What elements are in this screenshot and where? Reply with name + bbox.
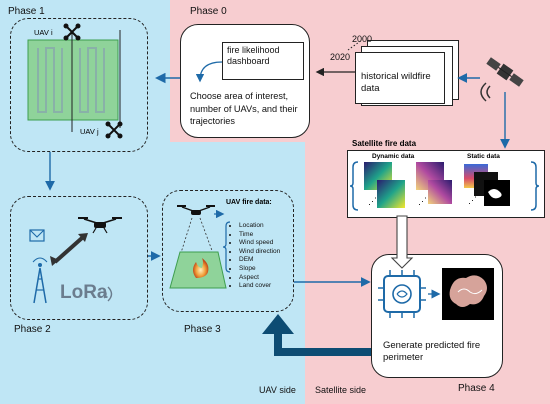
fire-data-item: Location — [239, 222, 301, 231]
drone-icon — [177, 205, 215, 215]
dynamic-data-images: ⋰ ⋰ — [349, 161, 452, 211]
phase2-label: Phase 2 — [14, 324, 51, 335]
fire-data-item: Time — [239, 231, 301, 240]
svg-text:⋰: ⋰ — [468, 195, 477, 205]
phase2-box — [10, 196, 148, 320]
phase3-box — [162, 190, 294, 312]
arrow-data-to-phase4 — [390, 215, 414, 269]
dashboard-box: fire likelihood dashboard — [222, 42, 304, 80]
camera-cone — [179, 217, 215, 257]
fire-perimeter-image — [442, 268, 494, 320]
svg-text:⋰: ⋰ — [368, 196, 377, 206]
static-data-images: ⋰ — [464, 161, 540, 211]
uav-side-label: UAV side — [259, 385, 296, 395]
uav-fire-data-title: UAV fire data: — [226, 199, 272, 206]
uav-fire-data-list: Location Time Wind speed Wind direction … — [230, 222, 301, 291]
generate-perimeter-text: Generate predicted fire perimeter — [383, 340, 481, 363]
svg-text:⋰: ⋰ — [418, 196, 427, 206]
uav-j-label: UAV j — [80, 127, 99, 136]
lora-logo: LoRa — [60, 282, 108, 303]
history-sheet-front: historical wildfire data — [355, 52, 445, 104]
drone-icon — [105, 121, 123, 139]
satellite-side-label: Satellite side — [315, 385, 367, 395]
signal-icon — [480, 82, 491, 102]
return-arrow-phase4-to-phase3 — [262, 314, 371, 356]
uav-i-label: UAV i — [34, 28, 53, 37]
bidirectional-arrow — [50, 233, 88, 266]
dashboard-label: fire likelihood dashboard — [227, 45, 280, 66]
survey-area — [27, 30, 121, 132]
phase1-box — [10, 18, 148, 152]
static-data-label: Static data — [467, 153, 500, 160]
fire-data-item: Land cover — [239, 282, 301, 291]
drone-icon — [78, 217, 122, 234]
year-start: 2000 — [352, 34, 373, 44]
choose-area-text: Choose area of interest, number of UAVs,… — [190, 91, 298, 126]
satellite-data-title: Satellite fire data — [352, 139, 417, 148]
ai-chip-icon — [378, 270, 426, 318]
satellite-icon — [486, 57, 524, 87]
drone-icon — [63, 23, 81, 41]
fire-data-item: Wind speed — [239, 239, 301, 248]
fire-data-item: Aspect — [239, 274, 301, 283]
phase4-label: Phase 4 — [458, 383, 495, 394]
dynamic-data-label: Dynamic data — [372, 153, 415, 160]
fire-data-item: DEM — [239, 256, 301, 265]
fire-icon — [193, 258, 209, 278]
message-icon — [29, 229, 45, 242]
arrow-dashboard-curve — [195, 61, 223, 83]
year-end: 2020 — [330, 52, 351, 62]
data-bracket — [222, 221, 231, 273]
fire-data-item: Wind direction — [239, 248, 301, 257]
historical-label: historical wildfire data — [361, 71, 431, 94]
phase0-label: Phase 0 — [190, 6, 227, 17]
fire-data-item: Slope — [239, 265, 301, 274]
phase1-label: Phase 1 — [8, 6, 45, 17]
phase3-label: Phase 3 — [184, 324, 221, 335]
antenna-tower-icon — [32, 257, 48, 304]
years-dots — [347, 39, 363, 51]
lora-signal-icon — [103, 286, 113, 302]
